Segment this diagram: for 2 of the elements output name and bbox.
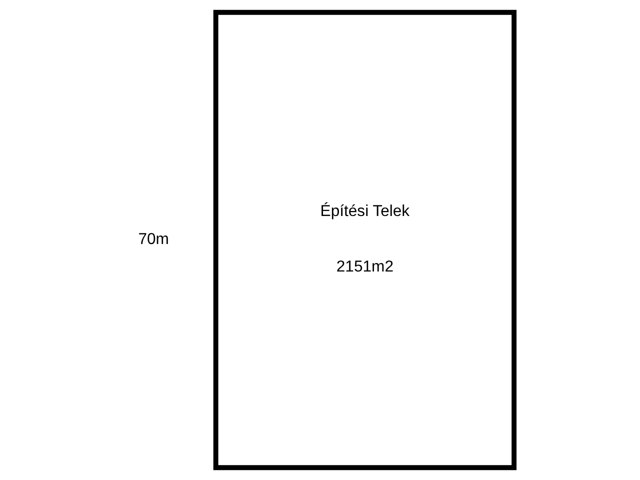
- node-box: Építési Telek 2151m2: [212, 10, 516, 470]
- label: 70m: [138, 230, 168, 248]
